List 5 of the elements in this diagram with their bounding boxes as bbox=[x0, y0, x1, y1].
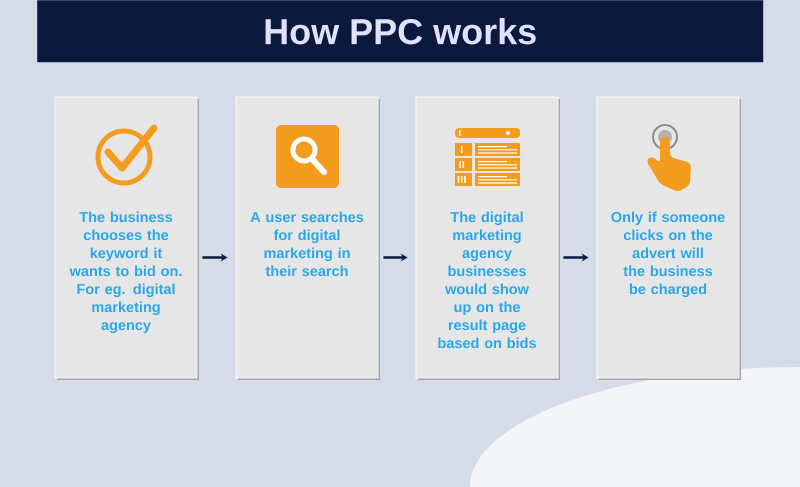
step-card: A user searches for digital marketing in their search bbox=[236, 96, 380, 380]
step-card: Only if someone clicks on the advert will the business be charged bbox=[596, 96, 741, 380]
title-banner: How PPC works bbox=[37, 0, 764, 62]
step-card: The business chooses the keyword it wants to bid on. For eg. digital marketing agency bbox=[54, 96, 199, 380]
step-card: The digital marketing agency businesses would show up on the result page based on bids bbox=[416, 96, 560, 380]
